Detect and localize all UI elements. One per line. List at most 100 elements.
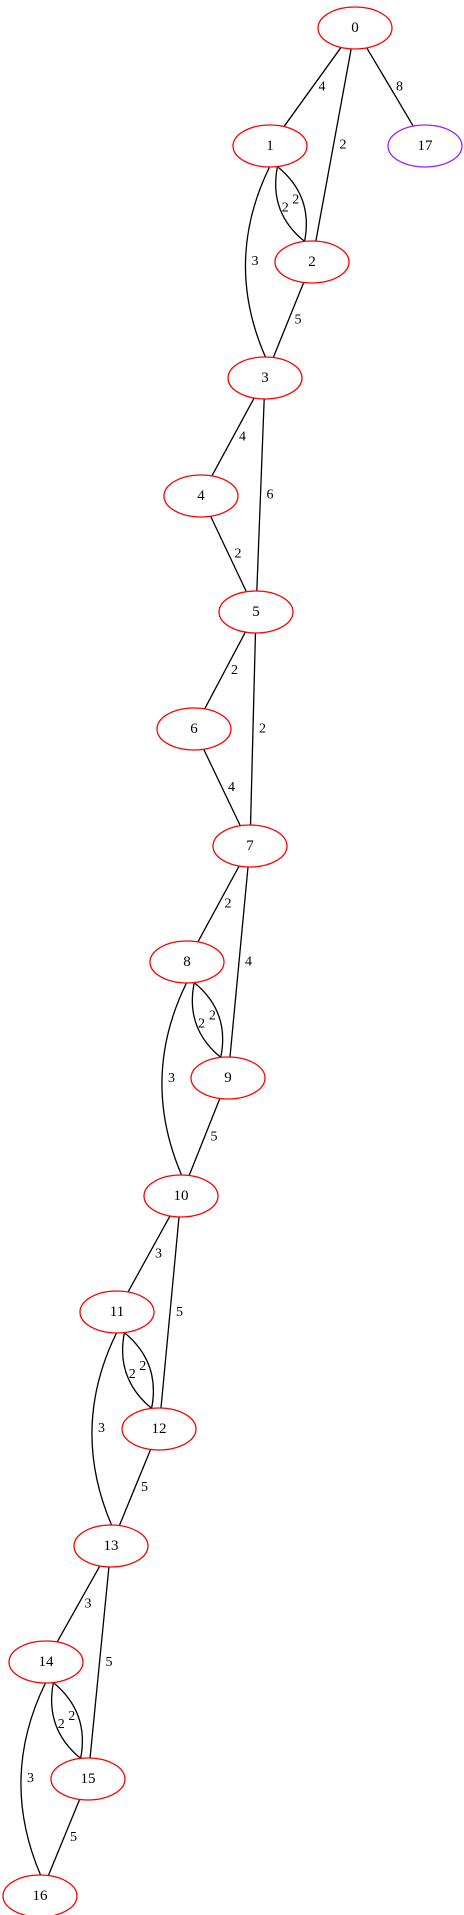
node-9-label: 9 xyxy=(224,1070,232,1086)
edge-label-8-10: 3 xyxy=(168,1071,175,1086)
edge-8-9-2 xyxy=(193,982,224,1058)
edge-label-5-6: 2 xyxy=(231,663,238,678)
edge-11-13 xyxy=(91,1332,118,1526)
edge-label-14-15-2: 2 xyxy=(68,1709,75,1724)
node-6-ellipse xyxy=(156,707,232,751)
node-10-label: 10 xyxy=(174,1188,189,1204)
edge-label-13-15: 5 xyxy=(106,1655,113,1670)
edge-label-0-17: 8 xyxy=(396,80,403,95)
edge-14-15-2 xyxy=(52,1682,84,1759)
node-16: 16 xyxy=(2,1874,78,1915)
node-11: 11 xyxy=(79,1290,155,1334)
node-0-label: 0 xyxy=(351,20,359,36)
edge-3-5 xyxy=(256,398,265,592)
node-15-ellipse xyxy=(50,1757,126,1801)
edge-10-11 xyxy=(127,1215,171,1293)
node-12-label: 12 xyxy=(152,1421,167,1437)
edge-label-14-15: 2 xyxy=(58,1717,65,1732)
node-4-label: 4 xyxy=(197,488,205,504)
node-3: 3 xyxy=(227,356,303,400)
edge-14-16 xyxy=(20,1682,47,1876)
node-14: 14 xyxy=(8,1640,84,1684)
edge-6-7 xyxy=(203,748,241,827)
edge-label-4-5: 2 xyxy=(235,547,242,562)
node-7-label: 7 xyxy=(246,838,254,854)
edge-15-16 xyxy=(47,1799,81,1876)
node-12-ellipse xyxy=(121,1407,197,1451)
edge-9-10 xyxy=(188,1098,221,1176)
edge-11-12 xyxy=(121,1332,153,1409)
edge-8-9 xyxy=(191,982,222,1058)
edge-2-3 xyxy=(272,282,305,358)
edge-label-8-9-2: 2 xyxy=(209,1009,216,1024)
node-7: 7 xyxy=(212,824,288,868)
edge-1-3 xyxy=(244,166,271,358)
edge-label-11-12-2: 2 xyxy=(139,1359,146,1374)
edge-3-4 xyxy=(211,397,255,477)
edge-14-15 xyxy=(50,1682,82,1759)
node-2-ellipse xyxy=(274,240,350,284)
node-6-label: 6 xyxy=(190,721,198,737)
node-8: 8 xyxy=(149,940,225,984)
node-10-ellipse xyxy=(143,1174,219,1218)
edge-13-15 xyxy=(89,1566,110,1759)
node-10: 10 xyxy=(143,1174,219,1218)
edge-7-9 xyxy=(229,866,249,1058)
edge-label-10-11: 3 xyxy=(155,1247,162,1262)
edge-10-12 xyxy=(160,1216,180,1409)
edge-12-13 xyxy=(118,1449,152,1526)
edge-label-15-16: 5 xyxy=(70,1830,77,1845)
node-9-ellipse xyxy=(190,1056,266,1100)
node-11-ellipse xyxy=(79,1290,155,1334)
node-14-ellipse xyxy=(8,1640,84,1684)
edge-5-6 xyxy=(204,631,246,710)
edge-0-1 xyxy=(283,47,342,127)
edge-label-13-14: 3 xyxy=(85,1597,92,1612)
edge-7-8 xyxy=(197,865,240,943)
edge-1-2-2 xyxy=(277,166,308,242)
node-9: 9 xyxy=(190,1056,266,1100)
node-3-ellipse xyxy=(227,356,303,400)
edge-label-10-12: 5 xyxy=(176,1305,183,1320)
edge-label-2-3: 5 xyxy=(295,313,302,328)
edge-label-12-13: 5 xyxy=(141,1480,148,1495)
node-17-label: 17 xyxy=(418,138,434,154)
node-1: 1 xyxy=(232,124,308,168)
edge-0-17 xyxy=(366,47,414,127)
edge-label-11-12: 2 xyxy=(129,1367,136,1382)
node-4-ellipse xyxy=(163,474,239,518)
edge-label-1-2: 2 xyxy=(282,201,289,216)
edge-label-7-9: 4 xyxy=(245,955,252,970)
edge-label-3-4: 4 xyxy=(239,430,246,445)
node-8-label: 8 xyxy=(183,954,191,970)
node-5-ellipse xyxy=(218,590,294,634)
node-14-label: 14 xyxy=(39,1654,55,1670)
node-4: 4 xyxy=(163,474,239,518)
node-17: 17 xyxy=(387,124,463,168)
edge-label-6-7: 4 xyxy=(228,780,235,795)
edge-4-5 xyxy=(210,516,247,592)
node-12: 12 xyxy=(121,1407,197,1451)
node-17-ellipse xyxy=(387,124,463,168)
edge-8-10 xyxy=(161,982,188,1176)
node-5: 5 xyxy=(218,590,294,634)
node-11-label: 11 xyxy=(110,1304,124,1320)
node-0-ellipse xyxy=(317,6,393,50)
node-8-ellipse xyxy=(149,940,225,984)
edge-label-7-8: 2 xyxy=(225,897,232,912)
node-16-label: 16 xyxy=(33,1888,49,1904)
edge-5-7 xyxy=(249,632,257,826)
node-13-ellipse xyxy=(73,1524,149,1568)
edge-label-0-1: 4 xyxy=(319,80,326,95)
node-16-ellipse xyxy=(2,1874,78,1915)
node-13: 13 xyxy=(73,1524,149,1568)
edge-1-2 xyxy=(274,166,305,242)
node-3-label: 3 xyxy=(261,370,269,386)
node-6: 6 xyxy=(156,707,232,751)
edge-label-0-2: 2 xyxy=(340,138,347,153)
node-5-label: 5 xyxy=(252,604,260,620)
edge-label-1-2-2: 2 xyxy=(292,192,299,207)
node-15: 15 xyxy=(50,1757,126,1801)
